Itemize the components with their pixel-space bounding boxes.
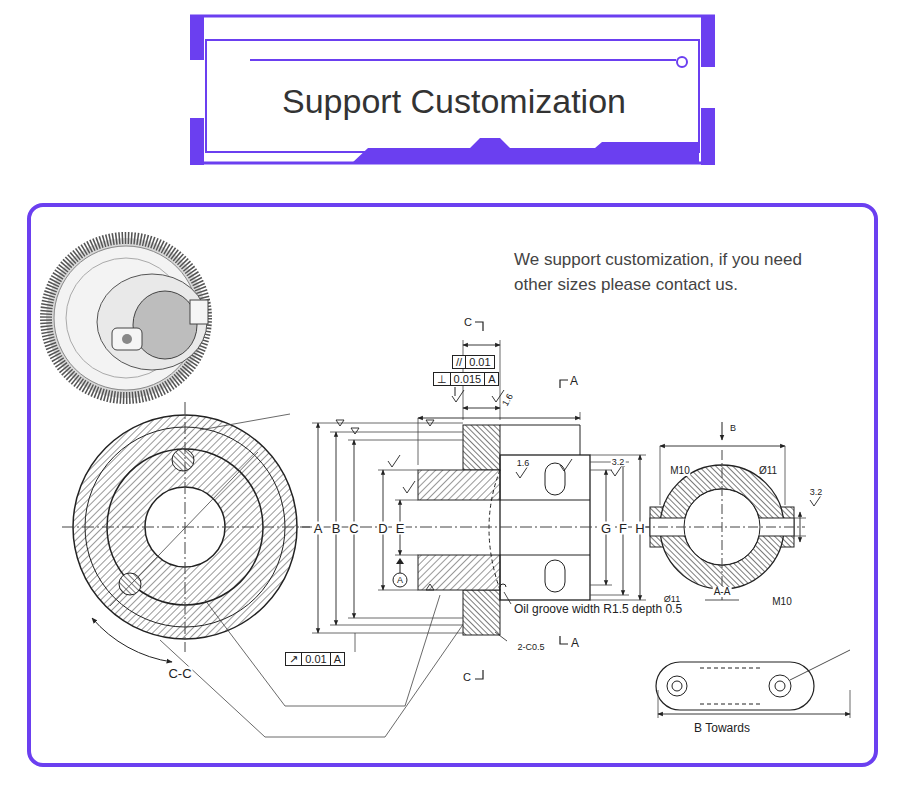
tolerance-cell: 0.01 <box>301 653 329 665</box>
drawing-label: A <box>569 375 579 387</box>
tolerance-cell: // <box>453 356 465 368</box>
tolerance-cell: 0.01 <box>465 356 493 368</box>
tolerance-frame: ↗0.01A <box>285 652 345 666</box>
drawing-label: C-C <box>167 667 192 680</box>
drawing-label: B Towards <box>693 722 751 734</box>
clamp-section-view <box>640 422 806 600</box>
drawing-label: C <box>462 672 472 683</box>
title-banner <box>190 15 715 165</box>
tolerance-cell: 0.015 <box>450 373 485 385</box>
tolerance-frame: ⊥0.015A <box>433 372 499 386</box>
drawing-label: H <box>634 522 645 535</box>
drawing-label: B <box>331 522 342 535</box>
drawing-label: Ø11 <box>663 595 681 604</box>
drawing-label: M10 <box>669 466 690 476</box>
drawing-label: G <box>600 522 612 535</box>
end-view <box>62 402 480 737</box>
drawing-label: M10 <box>771 597 792 607</box>
banner-title: Support Customization <box>282 84 626 118</box>
tolerance-cell: ⊥ <box>434 373 450 385</box>
gear-illustration <box>46 238 208 398</box>
tolerance-cell: A <box>330 653 344 665</box>
note-text: We support customization, if you need ot… <box>513 247 815 297</box>
content-panel <box>29 205 876 765</box>
drawing-label: A-A <box>713 587 732 597</box>
drawing-label: Oil groove width R1.5 depth 0.5 <box>513 603 683 615</box>
drawing-label: 2-C0.5 <box>516 643 545 652</box>
tolerance-cell: A <box>484 373 498 385</box>
drawing-label: D <box>377 522 388 535</box>
drawing-label: C <box>348 522 359 535</box>
drawing-label: A <box>396 576 404 585</box>
tolerance-frame: //0.01 <box>452 355 495 369</box>
drawing-label: 3.2 <box>809 488 824 497</box>
section-view <box>300 322 822 679</box>
drawing-label: 3.2 <box>611 458 626 467</box>
drawing-label: 1.6 <box>516 459 531 468</box>
drawing-label: F <box>618 522 628 535</box>
drawing-label: Ø11 <box>758 466 778 476</box>
drawing-label: B <box>729 424 737 433</box>
drawing-label: C <box>463 317 473 328</box>
drawing-label: 1.6 <box>500 391 515 408</box>
drawing-label: E <box>395 522 406 535</box>
drawing-label: A <box>313 522 324 535</box>
drawing-label: A <box>570 637 580 649</box>
clamp-top-view <box>656 650 850 718</box>
tolerance-cell: ↗ <box>286 653 301 665</box>
